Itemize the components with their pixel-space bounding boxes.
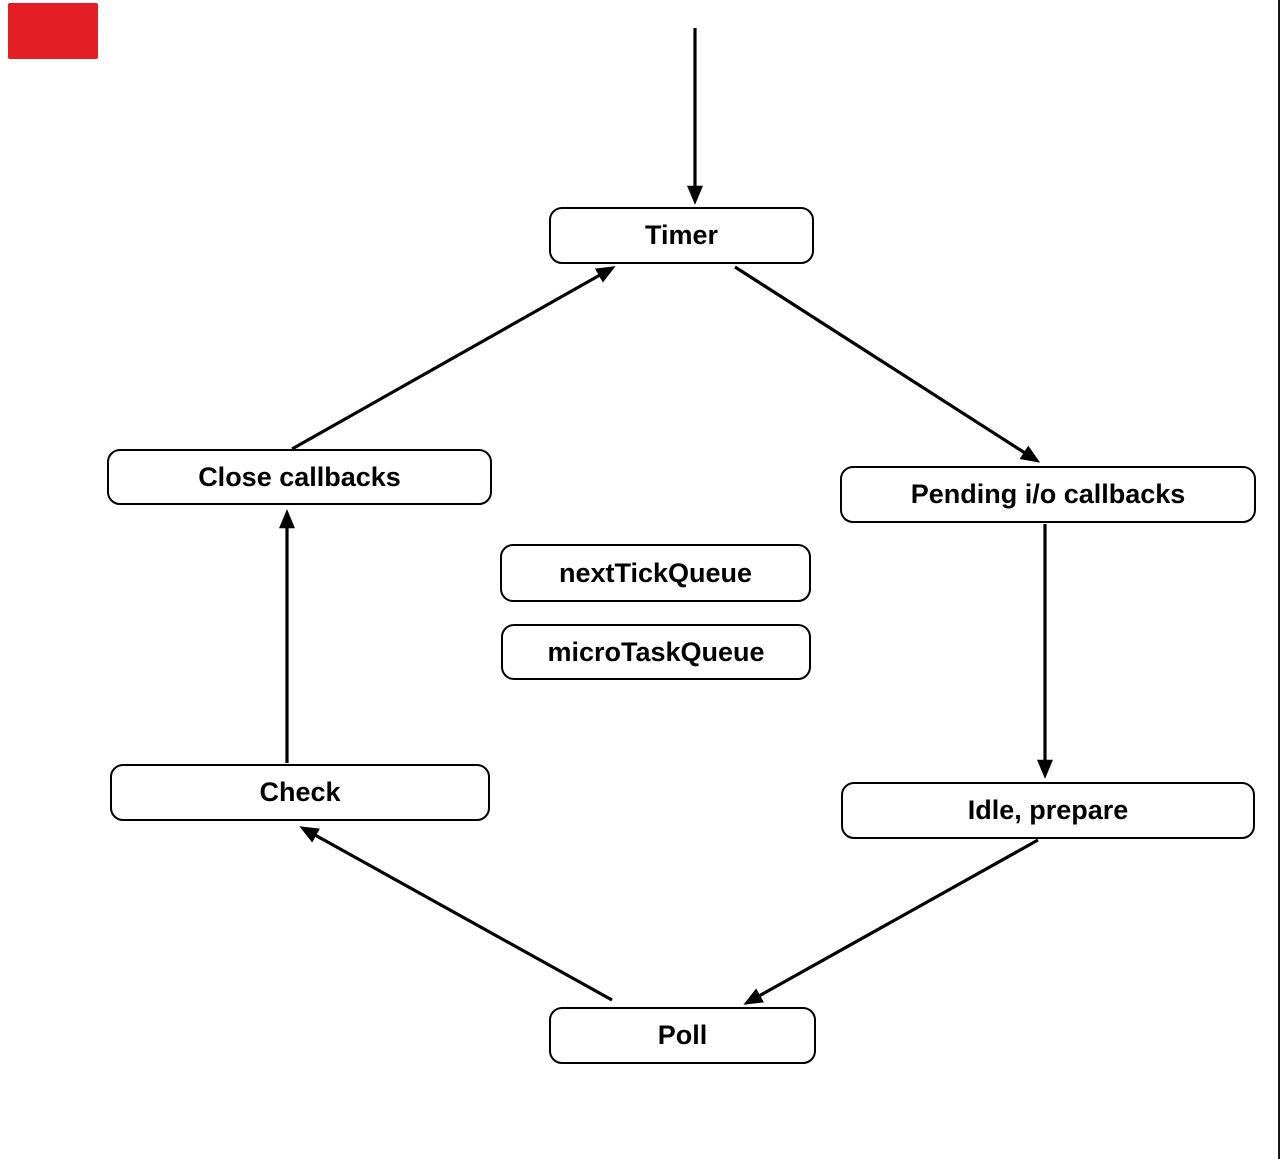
right-edge-line <box>1278 0 1280 1159</box>
node-micro-task-queue: microTaskQueue <box>501 624 811 680</box>
node-pending-io-callbacks: Pending i/o callbacks <box>840 466 1256 523</box>
node-timer: Timer <box>549 207 814 264</box>
node-next-tick-queue: nextTickQueue <box>500 544 811 602</box>
node-label: Timer <box>644 220 719 250</box>
red-marker <box>8 3 98 59</box>
node-poll: Poll <box>549 1007 816 1064</box>
node-label: Idle, prepare <box>967 795 1129 825</box>
node-close-callbacks: Close callbacks <box>107 449 492 505</box>
node-check: Check <box>110 764 490 821</box>
node-label: Poll <box>657 1020 708 1050</box>
node-label: nextTickQueue <box>558 557 753 588</box>
node-label: microTaskQueue <box>547 636 765 667</box>
edge-idle-prepare-to-poll <box>743 838 1039 1005</box>
node-idle-prepare: Idle, prepare <box>841 782 1255 839</box>
edge-timer-to-pending-io <box>734 265 1041 463</box>
node-label: Close callbacks <box>198 461 401 492</box>
edge-close-callbacks-to-timer <box>291 266 616 451</box>
node-label: Check <box>259 777 341 807</box>
node-label: Pending i/o callbacks <box>910 479 1186 509</box>
edge-poll-to-check <box>299 826 613 1002</box>
